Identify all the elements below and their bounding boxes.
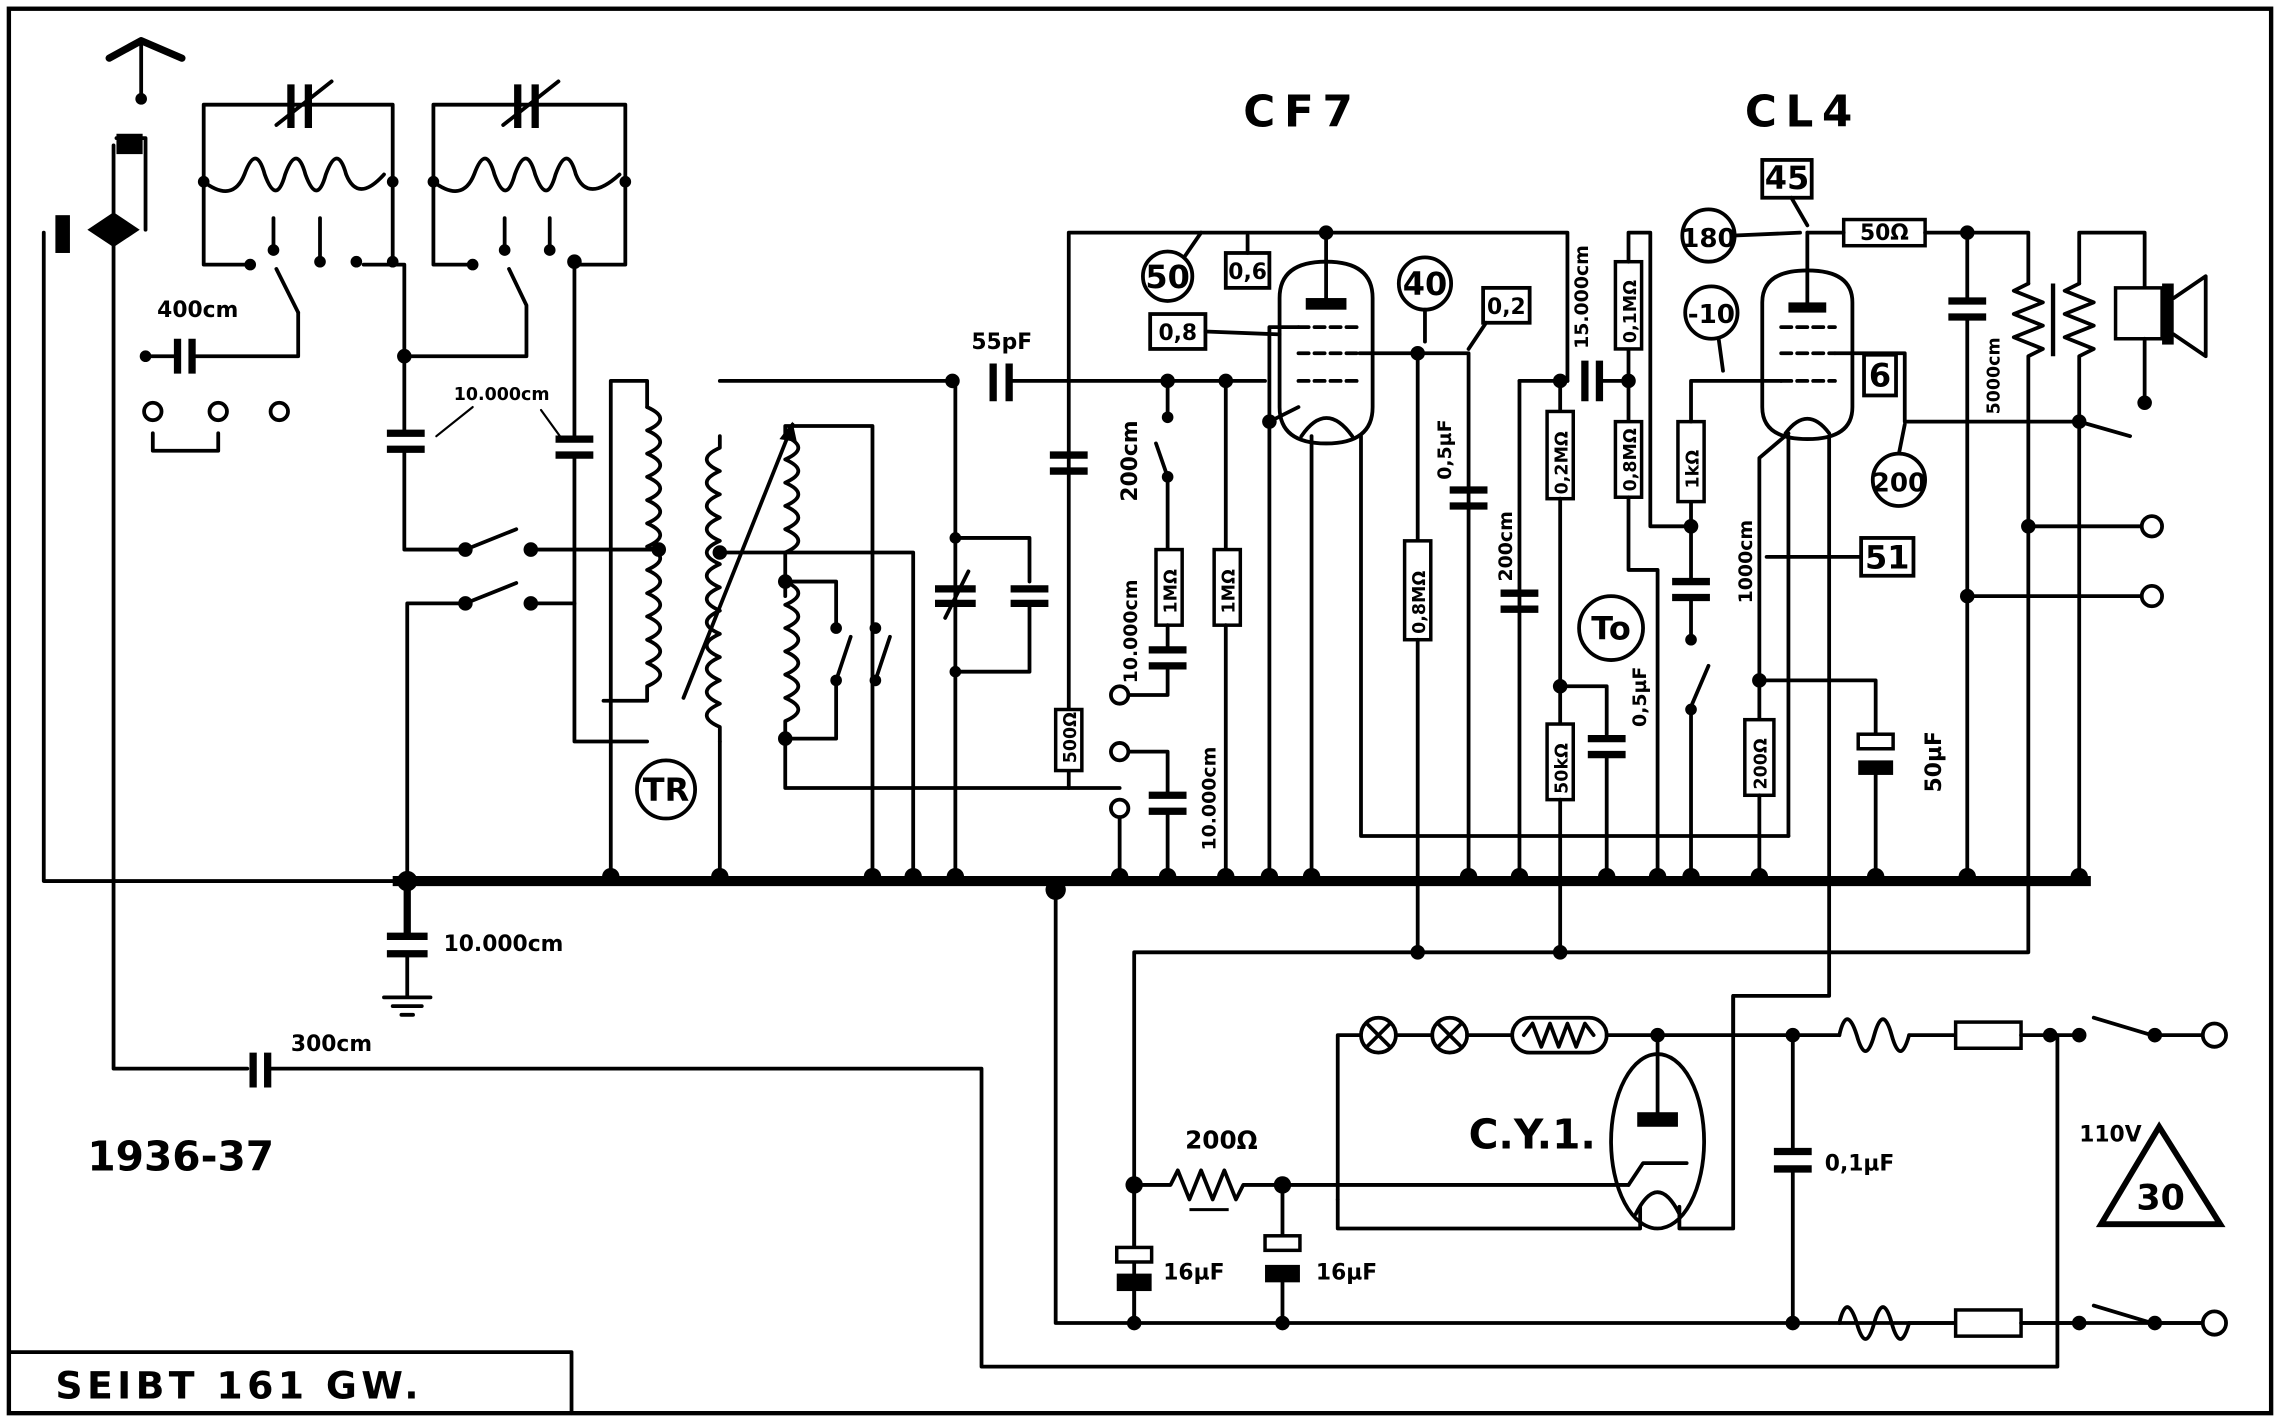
label-c05a: 0,5µF	[1434, 420, 1456, 480]
title-box: SEIBT 161 GW.	[6, 1350, 574, 1416]
label-c300: 300cm	[291, 1032, 372, 1057]
label-r1m-b: 1MΩ	[1220, 569, 1240, 613]
label-r200: 200Ω	[1752, 738, 1772, 789]
label-c16u-a: 16µF	[1163, 1260, 1224, 1285]
badge-40: 40	[1403, 265, 1448, 303]
power-switch[interactable]	[2091, 1015, 2154, 1038]
badge-45: 45	[1765, 159, 1809, 197]
output-transformer	[2011, 230, 2147, 883]
badge-08: 0,8	[1158, 321, 1197, 346]
transformer-label: TR	[643, 771, 689, 809]
label-r50: 50Ω	[1860, 221, 1909, 246]
label-r200-psu: 200Ω	[1185, 1126, 1258, 1155]
supply-voltage: 110V	[2079, 1122, 2141, 1147]
sheet-border	[6, 6, 2274, 1416]
pilot-lamp-icon	[1359, 1015, 1470, 1055]
label-c01u: 0,1µF	[1825, 1151, 1895, 1176]
label-c1000: 1000cm	[1735, 520, 1757, 603]
mains-terminal	[2200, 1021, 2228, 1049]
label-r08m-b: 0,8MΩ	[1621, 428, 1641, 491]
label-c10000b: 10.000cm	[1120, 580, 1142, 684]
mains-terminal	[2200, 1309, 2228, 1337]
label-r1k: 1kΩ	[1683, 450, 1703, 489]
transformer-badge	[635, 758, 697, 821]
output-terminal	[2139, 584, 2164, 609]
badge-06: 0,6	[1228, 260, 1267, 285]
label-c15000: 15.000cm	[1571, 245, 1593, 349]
label-r50k: 50kΩ	[1552, 743, 1572, 794]
model-title: SEIBT 161 GW.	[55, 1364, 423, 1408]
cf7-tube	[1262, 225, 1791, 883]
label-c50u: 50µF	[1922, 731, 1947, 792]
antenna-icon	[105, 37, 186, 105]
label-r500: 500Ω	[1061, 712, 1081, 763]
label-c05b: 0,5µF	[1629, 667, 1651, 727]
output-terminal	[2139, 514, 2164, 539]
badge-51: 51	[1865, 538, 1909, 576]
triangle-value: 30	[2136, 1179, 2185, 1219]
measurement-badges: 50 0,6 0,8 40 0,2 45 180 -10 6 200 51 To	[1141, 158, 1927, 662]
cl4-label: CL4	[1745, 87, 1861, 137]
label-r02m: 0,2MΩ	[1552, 431, 1572, 494]
fuse-icon	[1953, 1020, 2023, 1051]
label-c200a: 200cm	[1118, 420, 1143, 501]
cl4-tube	[1757, 230, 2079, 955]
to-badge: To	[1591, 610, 1631, 648]
label-r1m-a: 1MΩ	[1161, 569, 1181, 613]
badge-50: 50	[1145, 258, 1190, 296]
power-switch[interactable]	[2091, 1303, 2154, 1325]
ground-icon	[382, 995, 433, 1017]
cy1-tube	[1335, 994, 1736, 1231]
choke-icon	[1837, 1017, 1911, 1341]
label-c10000c: 10.000cm	[1199, 747, 1221, 851]
label-c55: 55pF	[971, 330, 1032, 355]
label-c200b: 200cm	[1495, 511, 1517, 581]
label-c400: 400cm	[157, 298, 238, 323]
year-label: 1936-37	[87, 1132, 274, 1180]
wires: TR 500Ω 200cm 1MΩ 10.000cm 10.000cm	[41, 37, 2228, 1369]
label-c10000a: 10.000cm	[454, 385, 550, 405]
cf7-label: CF7	[1243, 87, 1361, 137]
label-r08m-a: 0,8MΩ	[1410, 571, 1430, 634]
speaker-icon	[2113, 274, 2208, 410]
label-r01m: 0,1MΩ	[1621, 280, 1641, 343]
transformer-coils	[601, 379, 1122, 883]
label-c16u-b: 16µF	[1316, 1260, 1377, 1285]
voltage-triangle: 30	[2095, 1121, 2226, 1228]
badge-02: 0,2	[1487, 295, 1526, 320]
badge-6: 6	[1869, 357, 1891, 395]
label-c5000: 5000cm	[1984, 337, 2004, 414]
badge-180: 180	[1681, 224, 1736, 254]
fuse-icon	[1953, 1308, 2023, 1338]
cy1-label: C.Y.1.	[1469, 1111, 1596, 1159]
label-c10000-ground: 10.000cm	[444, 932, 564, 957]
badge-200: 200	[1872, 468, 1927, 498]
badge-minus10: -10	[1688, 300, 1735, 330]
